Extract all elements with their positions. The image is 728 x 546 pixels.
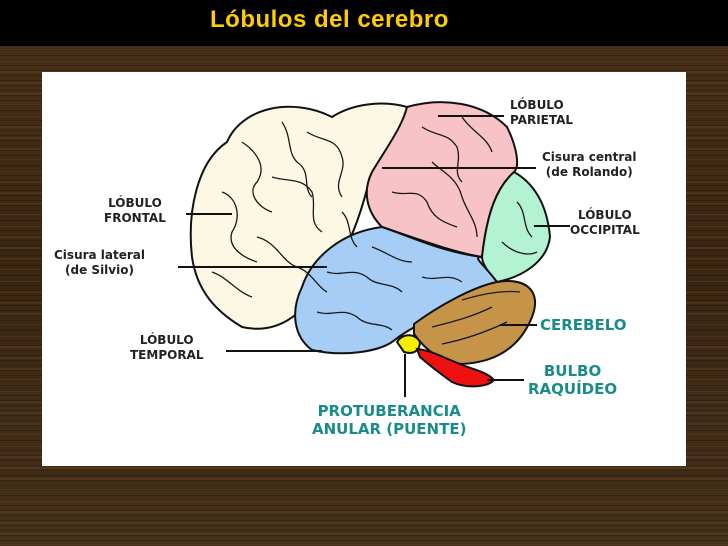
label-cerebellum-line1: CEREBELO [540, 316, 627, 334]
label-lateral-line2: (de Silvio) [65, 263, 134, 277]
label-temporal-line1: LÓBULO [139, 333, 194, 347]
gyri-lines [211, 116, 538, 345]
label-lateral-fissure: Cisura lateral (de Silvio) [54, 248, 145, 278]
brain-diagram [178, 101, 570, 397]
label-medulla-line2: RAQUÍDEO [528, 380, 618, 398]
label-frontal: LÓBULO FRONTAL [104, 196, 166, 226]
pons [395, 334, 422, 354]
label-occipital-line1: LÓBULO [578, 208, 632, 222]
diagram-panel: LÓBULO PARIETAL Cisura central (de Rolan… [42, 72, 686, 466]
label-parietal-line2: PARIETAL [510, 113, 574, 127]
label-medulla-line1: BULBO [543, 362, 602, 380]
label-medulla: BULBO RAQUÍDEO [528, 362, 617, 398]
label-pons-line2: ANULAR (PUENTE) [312, 420, 467, 438]
label-central-line2: (de Rolando) [545, 165, 633, 179]
label-pons: PROTUBERANCIA ANULAR (PUENTE) [312, 402, 466, 438]
label-frontal-line2: FRONTAL [104, 211, 166, 225]
label-lateral-line1: Cisura lateral [54, 248, 146, 262]
label-central-fissure: Cisura central (de Rolando) [542, 150, 636, 180]
title-bar: Lóbulos del cerebro [0, 0, 728, 46]
label-parietal-line1: LÓBULO [510, 98, 564, 112]
label-temporal-line2: TEMPORAL [130, 348, 204, 362]
label-parietal: LÓBULO PARIETAL [510, 98, 573, 128]
label-central-line1: Cisura central [542, 150, 637, 164]
label-cerebellum: CEREBELO [540, 316, 627, 334]
label-occipital-line2: OCCIPITAL [570, 223, 640, 237]
label-temporal: LÓBULO TEMPORAL [130, 333, 204, 363]
label-frontal-line1: LÓBULO [108, 196, 162, 210]
label-occipital: LÓBULO OCCIPITAL [570, 208, 640, 238]
leader-lines [178, 115, 570, 397]
label-pons-line1: PROTUBERANCIA [317, 402, 461, 420]
slide-title: Lóbulos del cerebro [210, 6, 449, 33]
